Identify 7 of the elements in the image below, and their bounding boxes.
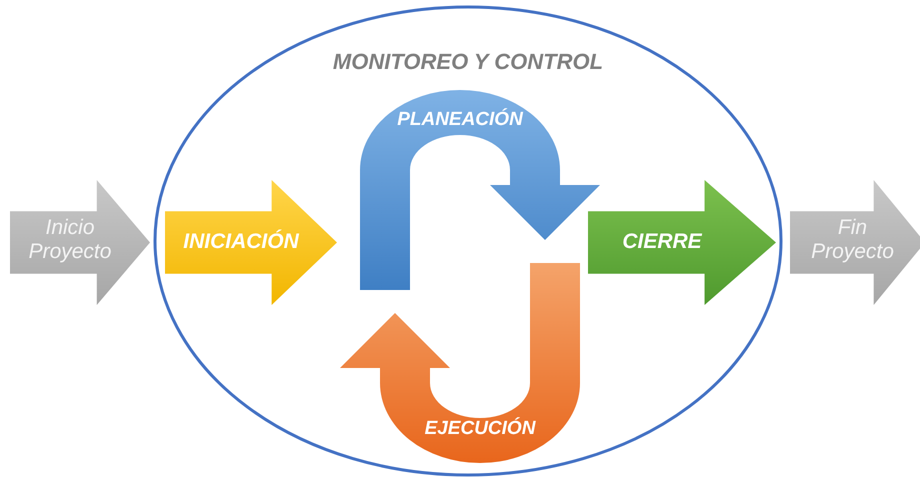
stage-label: PLANEACIÓN (397, 109, 523, 131)
stage-label: Fin Proyecto (810, 216, 895, 264)
stage-label: Inicio Proyecto (28, 216, 112, 264)
stage-label: CIERRE (622, 230, 702, 254)
stage-label: EJECUCIÓN (424, 418, 536, 440)
heading: MONITOREO Y CONTROL (332, 49, 604, 74)
stage-label: INICIACIÓN (183, 230, 299, 254)
